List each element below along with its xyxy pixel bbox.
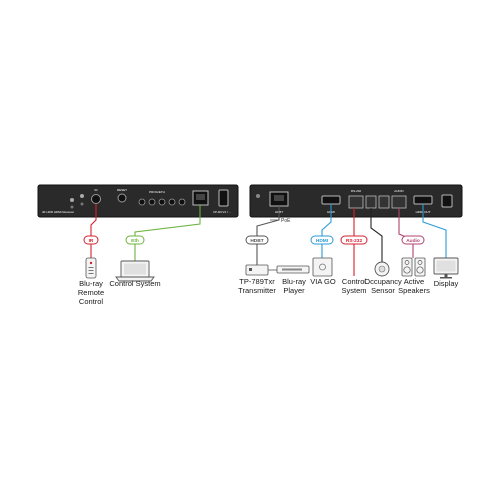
reset-button (117, 193, 127, 203)
left-device-model: VP-RCV4 / ... (213, 210, 231, 214)
laptop-icon (115, 260, 155, 282)
audio-badge: Audio (401, 235, 425, 245)
ir-led-2 (70, 205, 74, 209)
reset-label: RESET (117, 188, 127, 192)
data-led-2 (80, 202, 84, 206)
right-device: HDBT HDMI RS-232 AUDIO HDMI OUT (249, 184, 463, 218)
io-terminal-2 (378, 195, 390, 209)
hdbt-badge: HDBT (245, 235, 269, 245)
speakers-icon (401, 257, 426, 277)
ir-badge: IR (83, 235, 99, 245)
label-occupancy-sensor: Occupancy Sensor (364, 277, 402, 295)
label-via-go: VIA GO (310, 277, 336, 286)
ir-led (70, 198, 74, 202)
eth-button-5 (178, 198, 186, 206)
rs232-terminal (348, 195, 364, 209)
svg-text:Audio: Audio (406, 238, 420, 244)
svg-text:HDBT: HDBT (250, 238, 263, 244)
label-bluray-player: Blu-ray Player (282, 277, 306, 295)
svg-text:HDMI: HDMI (316, 238, 329, 244)
eth-cable (134, 205, 201, 262)
audio-terminal (391, 195, 407, 209)
transmitter-icon (245, 264, 277, 276)
label-remote-control: Blu-ray Remote Control (77, 279, 105, 306)
eth-button-4 (168, 198, 176, 206)
data-led (80, 194, 84, 198)
label-active-speakers: Active Speakers (398, 277, 430, 295)
svg-text:IR: IR (89, 238, 94, 244)
sensor-cable (370, 208, 383, 262)
left-device-body (37, 184, 239, 218)
ir-port-label: IR (95, 188, 99, 192)
eth-button-1 (138, 198, 146, 206)
usb-port (218, 189, 229, 207)
eth-badge: Eth (125, 235, 145, 245)
lan-port-inner (196, 194, 205, 200)
left-device: IR RESET PROG/ETH 4K HDR HDMI Receiver V… (37, 184, 239, 218)
label-control-system-left: Control System (109, 279, 161, 288)
remote-control-icon (85, 257, 97, 279)
rs232-badge: RS-232 (340, 235, 368, 245)
poe-label: PoE (281, 218, 291, 224)
eth-button-3 (158, 198, 166, 206)
occupancy-sensor-icon (374, 261, 390, 277)
hdmi-out-cable (422, 204, 447, 258)
via-go-icon (312, 257, 333, 277)
label-transmitter: TP-789Txr Transmitter (238, 277, 276, 295)
label-display: Display (433, 279, 459, 288)
power-port (441, 194, 453, 208)
svg-text:RS-232: RS-232 (346, 238, 363, 244)
left-device-name: 4K HDR HDMI Receiver (42, 210, 74, 214)
label-control-system-right: Control System (341, 277, 367, 295)
ir-port (91, 194, 101, 204)
hdmi-in-port (321, 195, 341, 205)
hdmi-out-port (413, 195, 433, 205)
hdmi-badge: HDMI (310, 235, 334, 245)
bluray-player-icon (276, 265, 310, 274)
audio-port-label: AUDIO (394, 189, 404, 193)
svg-text:Eth: Eth (131, 238, 139, 244)
io-terminal-1 (365, 195, 377, 209)
eth-button-2 (148, 198, 156, 206)
hdbt-cable (256, 206, 280, 265)
eth-ports-label: PROG/ETH (149, 190, 165, 194)
rs232-port-label: RS-232 (351, 189, 362, 193)
display-icon (433, 257, 459, 279)
hdbt-port-inner (274, 195, 284, 201)
ground-screw (256, 194, 260, 198)
